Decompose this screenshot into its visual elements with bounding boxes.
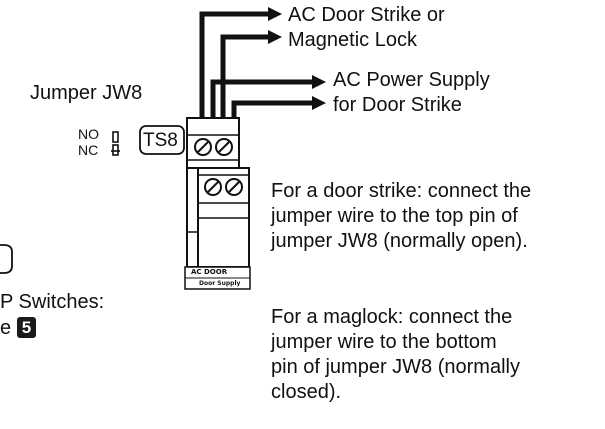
arrow-ac-power [312,75,326,89]
step-box-fragment [0,244,13,274]
maglock-line: pin of jumper JW8 (normally [271,356,520,378]
maglock-line: closed). [271,381,342,403]
arrow-magnetic-lock [268,30,282,44]
door-strike-line: jumper wire to the top pin of [271,205,518,227]
label-nc: NC [78,142,99,158]
door-strike-line: jumper JW8 (normally open). [271,230,528,252]
label-for-door-strike: for Door Strike [333,94,462,116]
label-jumper-jw8: Jumper JW8 [30,82,143,104]
maglock-line: jumper wire to the bottom [271,331,497,353]
wire-door-strike-supply [231,100,314,118]
arrow-door-strike-supply [312,96,326,110]
wire-door-strike [199,11,270,118]
jumper-jw8-icon [111,131,120,156]
screw-3-icon [204,178,222,196]
step-reference: e 5 [0,316,37,341]
step-number-badge: 5 [16,317,37,338]
maglock-instructions: For a maglock: connect the jumper wire t… [271,305,520,405]
arrow-door-strike [268,7,282,21]
label-ac-power-supply: AC Power Supply [333,69,490,91]
door-strike-line: For a door strike: connect the [271,180,532,202]
label-terminal-ac-door: AC DOOR [191,268,228,276]
label-ts8: TS8 [143,130,178,151]
door-strike-instructions: For a door strike: connect the jumper wi… [271,179,531,254]
label-magnetic-lock: Magnetic Lock [288,29,417,51]
wire-ac-power [210,79,314,118]
header-body [186,167,199,268]
wire-magnetic-lock [220,34,270,118]
step-prefix: e [0,317,12,339]
label-no: NO [78,126,99,142]
label-ac-door-strike: AC Door Strike or [288,4,445,26]
label-terminal-door-supply: Door Supply [199,280,241,287]
label-switches-fragment: P Switches: [0,291,105,313]
screw-2-icon [215,138,233,156]
screw-1-icon [194,138,212,156]
screw-4-icon [225,178,243,196]
ts8-box [139,125,185,155]
maglock-line: For a maglock: connect the [271,306,513,328]
